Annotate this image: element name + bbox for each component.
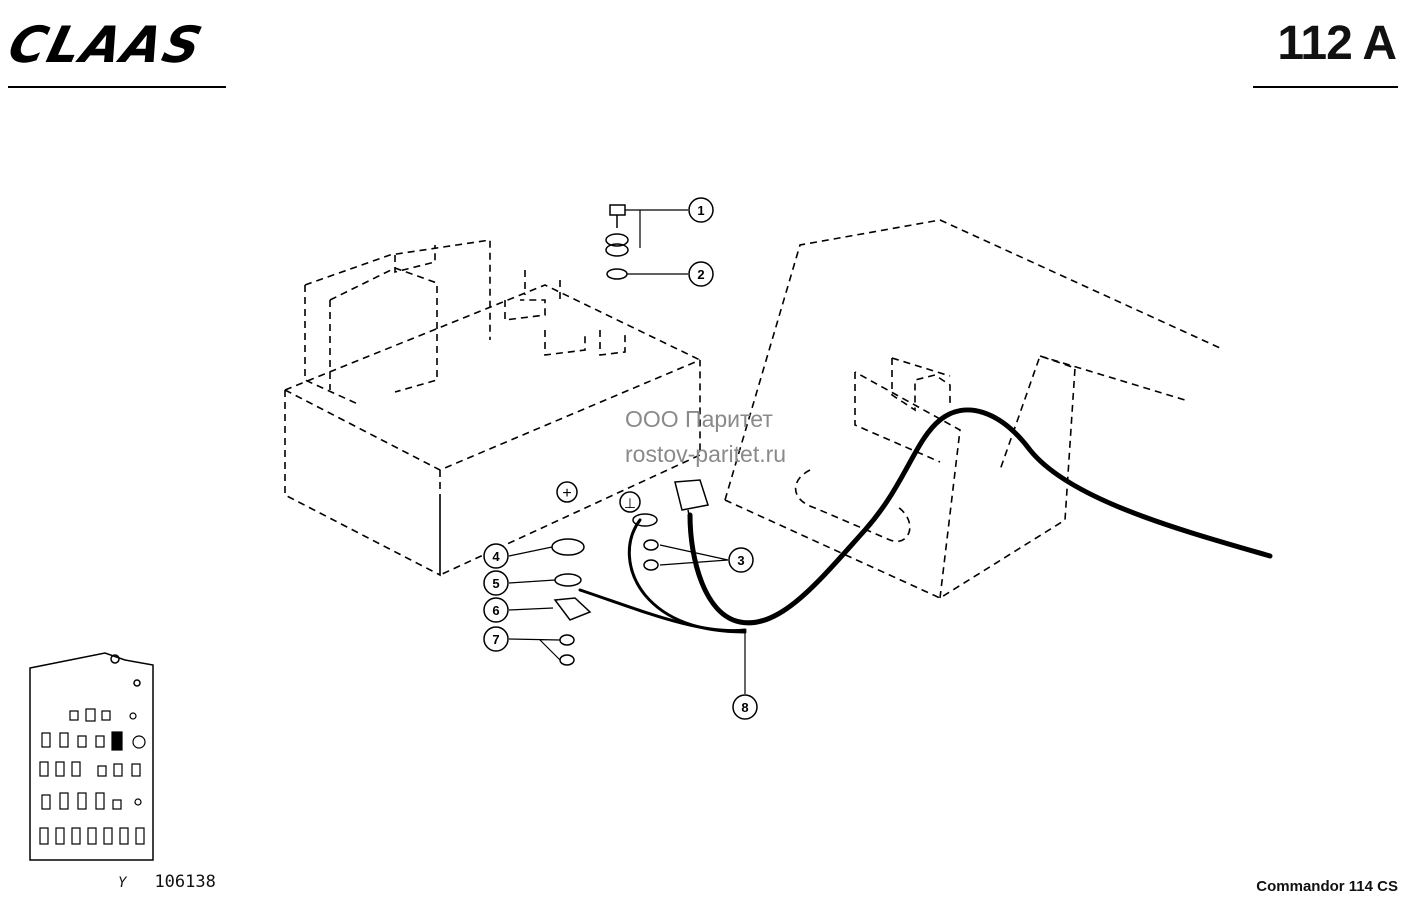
frame-slot [794, 469, 911, 543]
spring-washer-part [605, 233, 629, 247]
drawing-number: Y 106138 [118, 872, 216, 892]
svg-text:+: + [562, 485, 571, 502]
cable-lug-part [553, 597, 592, 621]
nut-part-2 [559, 654, 575, 666]
drawing-number-value: 106138 [154, 872, 216, 892]
spring-washer-part-2 [605, 243, 629, 257]
svg-text:1: 1 [697, 203, 704, 218]
callout-3: 3 [728, 547, 754, 573]
washer-part [606, 268, 628, 280]
connector-plug-part [674, 479, 709, 521]
callout-4: 4 [483, 543, 509, 569]
svg-text:2: 2 [697, 267, 704, 282]
leader-1 [625, 209, 688, 248]
model-name: Commandor 114 CS [1256, 878, 1398, 895]
flat-washer-part [554, 573, 582, 587]
svg-text:3: 3 [737, 553, 744, 568]
frame-bracket [891, 357, 951, 412]
callout-5: 5 [483, 570, 509, 596]
sheet-number: 112 A [1277, 17, 1397, 70]
battery-box-outline [284, 359, 701, 577]
drawing-prefix: Y [118, 875, 127, 891]
locator-thumbnail [29, 652, 154, 861]
svg-text:⊥: ⊥ [624, 496, 636, 512]
terminal-clamp-part [551, 538, 585, 556]
leader-3 [659, 544, 729, 566]
callout-2: 2 [688, 261, 714, 287]
polarity-positive-symbol: + [556, 481, 578, 503]
svg-text:8: 8 [741, 700, 748, 715]
callout-1: 1 [688, 197, 714, 223]
battery-terminals [394, 245, 626, 356]
ground-nut-part-2 [643, 559, 659, 571]
cable-main [687, 407, 1273, 626]
svg-text:7: 7 [492, 632, 499, 647]
frame-outline [724, 219, 1221, 599]
leader-4 [508, 546, 553, 557]
header-rule-left [8, 86, 226, 88]
nut-part [559, 634, 575, 646]
callout-6: 6 [483, 597, 509, 623]
svg-text:5: 5 [492, 576, 499, 591]
svg-text:4: 4 [492, 549, 500, 564]
watermark-site: rostov-paritet.ru [625, 441, 787, 467]
cable-ground [627, 518, 747, 634]
ground-nut-part [643, 539, 659, 551]
bolt-part [609, 204, 626, 228]
leader-5 [508, 579, 556, 584]
watermark-company: ООО Паритет [625, 406, 773, 432]
battery-pack-outline [304, 239, 491, 406]
callout-7: 7 [483, 626, 509, 652]
watermark: ООО Паритет rostov-paritet.ru [625, 402, 786, 472]
battery-box-top [284, 284, 701, 391]
svg-text:6: 6 [492, 603, 499, 618]
leader-7 [508, 638, 561, 661]
leader-6 [508, 607, 554, 611]
header-rule-right [1253, 86, 1398, 88]
ground-lug-part [632, 513, 658, 527]
callout-8: 8 [732, 694, 758, 720]
polarity-ground-symbol: ⊥ [619, 491, 641, 513]
